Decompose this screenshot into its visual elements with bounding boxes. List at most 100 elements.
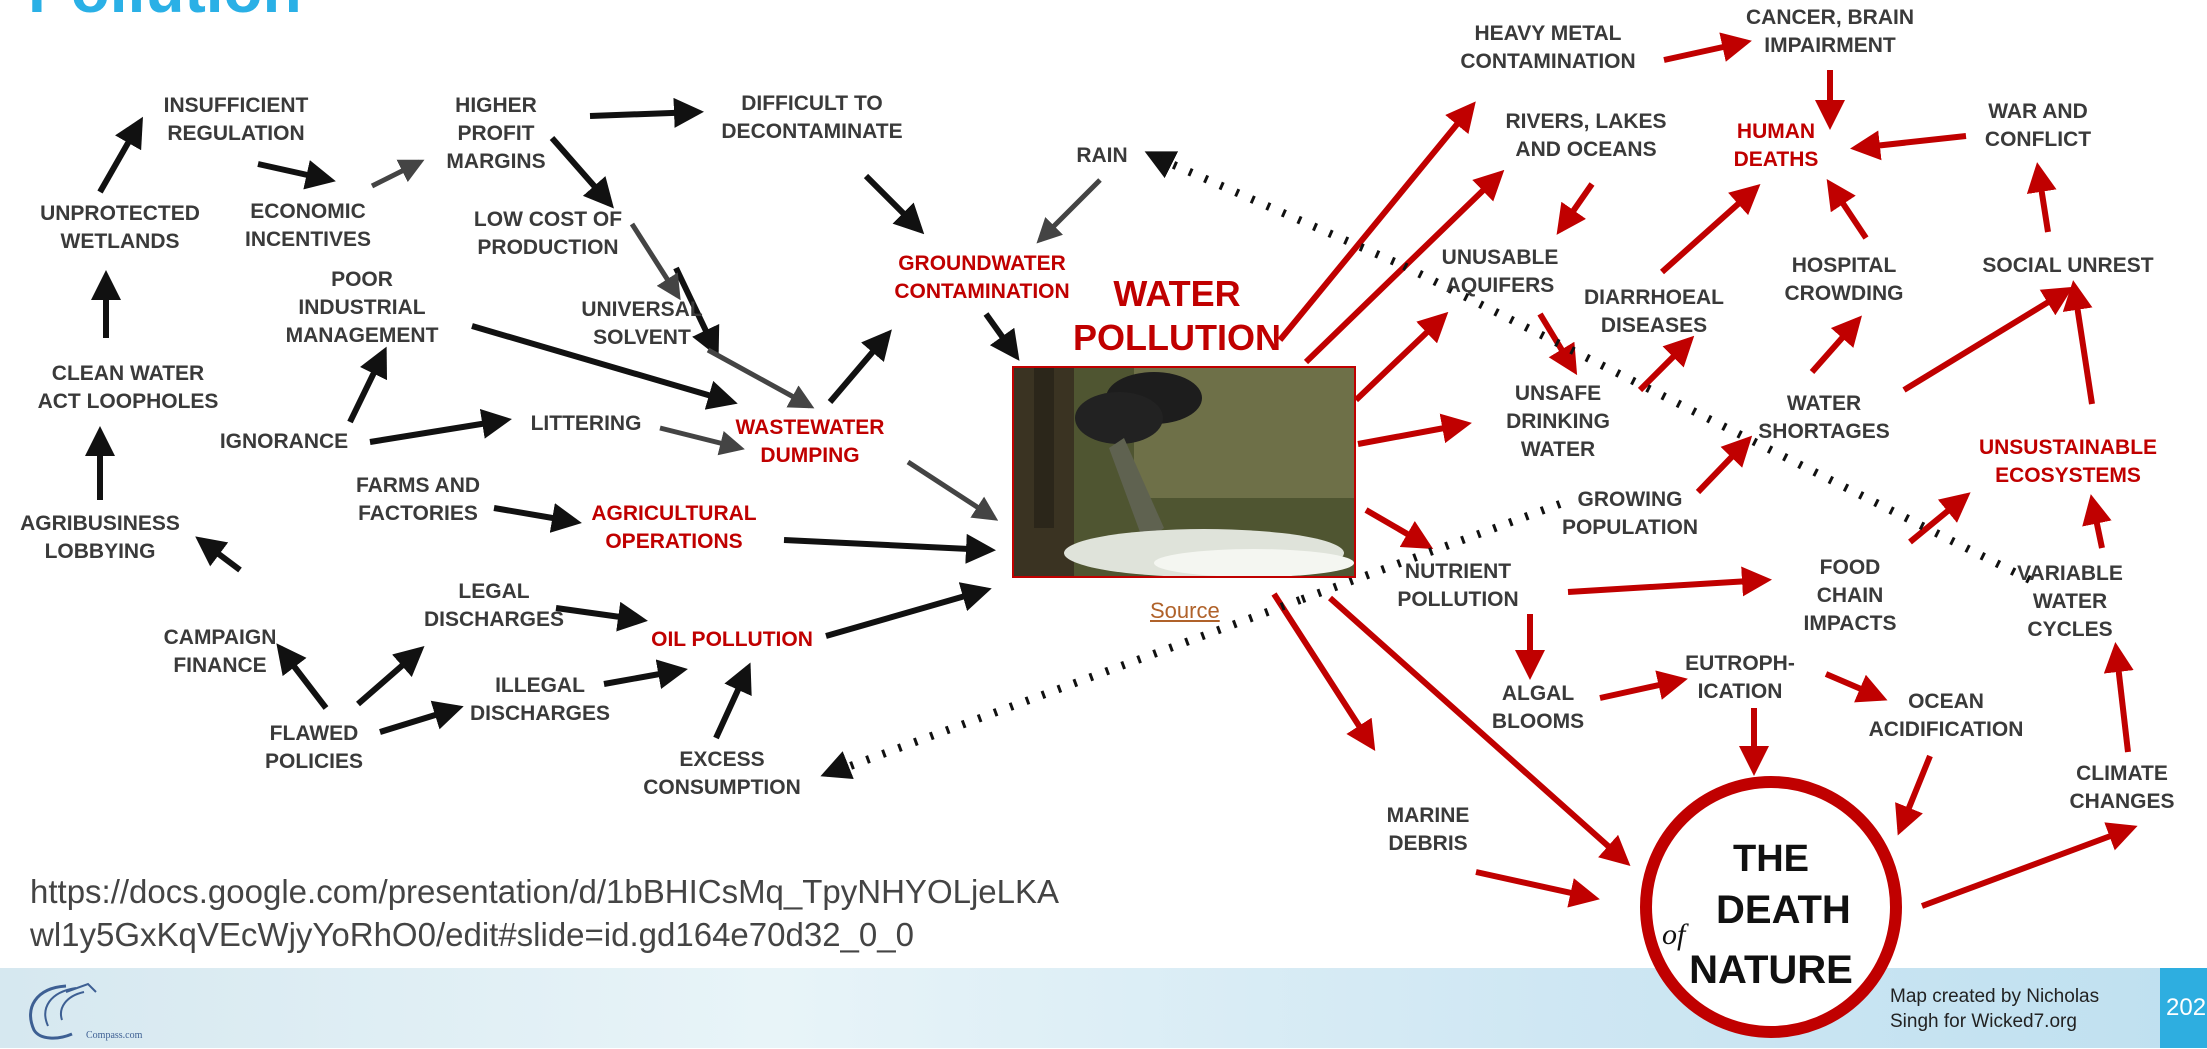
node-agribusiness-lobbying: AGRIBUSINESS LOBBYING xyxy=(20,512,180,563)
edge-cause-20 xyxy=(983,312,1020,361)
node-human-deaths: HUMAN DEATHS xyxy=(1733,120,1819,171)
node-groundwater-contamination: GROUNDWATER CONTAMINATION xyxy=(894,252,1070,303)
edge-effect-9 xyxy=(1850,130,1967,161)
edge-cause-15 xyxy=(356,646,425,707)
edge-effect-15 xyxy=(1809,315,1862,374)
edge-effect-14 xyxy=(1826,179,1869,240)
edge-cause-21 xyxy=(827,329,892,404)
edge-cause-16 xyxy=(379,700,464,735)
node-difficult-to-decontaminate: DIFFICULT TO DECONTAMINATE xyxy=(721,92,903,143)
edge-cause-22 xyxy=(673,266,720,358)
edge-gray-4 xyxy=(906,459,999,521)
edge-effect-19 xyxy=(1908,492,1971,545)
edge-effect-0 xyxy=(1277,101,1476,342)
node-growing-population: GROWING POPULATION xyxy=(1561,488,1699,539)
node-ocean-acidification: OCEAN ACIDIFICATION xyxy=(1868,690,2024,741)
badge-word-nature: NATURE xyxy=(1689,948,1853,992)
node-water-shortages: WATER SHORTAGES xyxy=(1758,392,1890,443)
edge-effect-7 xyxy=(1663,32,1752,63)
edge-cause-9 xyxy=(471,323,738,410)
badge-word-of: of xyxy=(1662,918,1686,951)
edge-gray-3 xyxy=(659,425,745,456)
node-social-unrest: SOCIAL UNREST xyxy=(1982,254,2154,277)
edge-effect-22 xyxy=(1599,670,1688,701)
edge-effect-23 xyxy=(1824,671,1888,703)
presentation-url[interactable]: https://docs.google.com/presentation/d/1… xyxy=(30,873,1060,953)
source-link[interactable]: Source xyxy=(1150,598,1220,623)
node-food-chain: FOOD CHAIN IMPACTS xyxy=(1803,556,1897,635)
node-campaign-finance: CAMPAIGN FINANCE xyxy=(163,626,277,677)
edge-cause-19 xyxy=(863,173,925,235)
node-marine-debris: MARINE DEBRIS xyxy=(1386,804,1470,855)
node-oil-pollution: OIL POLLUTION xyxy=(651,628,813,651)
edge-effect-4 xyxy=(1364,507,1434,550)
edge-gray-2 xyxy=(706,347,815,409)
edge-cause-2 xyxy=(589,97,704,128)
node-war-conflict: WAR AND CONFLICT xyxy=(1984,100,2092,151)
node-poor-industrial-management: POOR INDUSTRIAL MANAGEMENT xyxy=(285,268,439,347)
edge-cause-3 xyxy=(549,136,614,209)
node-economic-incentives: ECONOMIC INCENTIVES xyxy=(244,200,372,251)
page-number: 202 xyxy=(2160,968,2207,1048)
edge-cause-12 xyxy=(555,601,648,632)
death-of-nature-badge: THE DEATH of NATURE xyxy=(1640,776,1902,1038)
edge-cause-14 xyxy=(276,643,329,710)
edge-effect-16 xyxy=(1902,286,2074,393)
edge-cause-10 xyxy=(493,503,582,533)
edge-cause-18 xyxy=(713,662,752,740)
node-unusable-aquifers: UNUSABLE AQUIFERS xyxy=(1441,246,1559,297)
node-littering: LITTERING xyxy=(530,412,642,435)
edge-effect-2 xyxy=(1353,311,1449,403)
edge-cause-13 xyxy=(825,582,992,639)
node-unprotected-wetlands: UNPROTECTED WETLANDS xyxy=(40,202,200,253)
edge-effect-25 xyxy=(1895,754,1933,836)
node-insufficient-regulation: INSUFFICIENT REGULATION xyxy=(163,94,309,145)
edge-effect-11 xyxy=(1556,182,1595,235)
node-illegal-discharges: ILLEGAL DISCHARGES xyxy=(469,674,611,725)
edge-effect-3 xyxy=(1357,413,1472,447)
edge-effect-29 xyxy=(2082,494,2112,549)
edge-effect-26 xyxy=(1475,869,1600,908)
edge-cause-17 xyxy=(603,659,688,690)
water-pollution-photo xyxy=(1012,366,1356,578)
node-higher-profit-margins: HIGHER PROFIT MARGINS xyxy=(446,94,546,173)
node-legal-discharges: LEGAL DISCHARGES xyxy=(423,580,565,631)
edge-effect-13 xyxy=(1637,335,1695,393)
edge-effect-18 xyxy=(1695,435,1753,495)
edge-feedback-3 xyxy=(832,596,1302,776)
edge-effect-6 xyxy=(1328,595,1631,866)
node-cancer-brain: CANCER, BRAIN IMPAIRMENT xyxy=(1746,6,1914,57)
compass-logo: Compass.com xyxy=(6,978,166,1044)
edge-effect-20 xyxy=(1567,566,1772,597)
badge-word-the: THE xyxy=(1733,838,1809,880)
edge-cause-8 xyxy=(369,409,512,445)
node-low-cost-production: LOW COST OF PRODUCTION xyxy=(473,208,623,259)
node-flawed-policies: FLAWED POLICIES xyxy=(264,722,364,773)
node-algal-blooms: ALGAL BLOOMS xyxy=(1491,682,1585,733)
edge-cause-1 xyxy=(257,160,336,190)
node-excess-consumption: EXCESS CONSUMPTION xyxy=(643,748,801,799)
edge-effect-30 xyxy=(2062,280,2095,405)
node-nutrient-pollution: NUTRIENT POLLUTION xyxy=(1397,560,1519,611)
node-universal-solvent: UNIVERSAL SOLVENT xyxy=(581,298,703,349)
slide-title: Pollution xyxy=(28,0,302,22)
edge-cause-0 xyxy=(97,116,143,194)
node-unsustainable-ecosystems: UNSUSTAINABLE ECOSYSTEMS xyxy=(1978,436,2158,487)
edge-feedback-2 xyxy=(1298,500,1562,604)
edge-effect-27 xyxy=(1920,822,2138,909)
edge-effect-17 xyxy=(2026,162,2057,233)
edge-gray-5 xyxy=(1036,178,1102,244)
edge-effect-10 xyxy=(1660,184,1761,275)
node-diarrhoeal: DIARRHOEAL DISEASES xyxy=(1584,286,1724,337)
node-clean-water-act: CLEAN WATER ACT LOOPHOLES xyxy=(37,362,219,413)
node-rain: RAIN xyxy=(1076,144,1128,167)
edge-cause-6 xyxy=(195,536,242,573)
node-agricultural-operations: AGRICULTURAL OPERATIONS xyxy=(591,502,757,553)
map-credit: Map created by Nicholas Singh for Wicked… xyxy=(1890,986,2100,1032)
node-rivers-lakes: RIVERS, LAKES AND OCEANS xyxy=(1505,110,1667,161)
node-farms-factories: FARMS AND FACTORIES xyxy=(355,474,481,525)
node-variable-cycles: VARIABLE WATER CYCLES xyxy=(2017,562,2123,641)
node-ignorance: IGNORANCE xyxy=(219,430,349,453)
edge-effect-5 xyxy=(1271,592,1376,752)
node-climate-changes: CLIMATE CHANGES xyxy=(2069,762,2175,813)
